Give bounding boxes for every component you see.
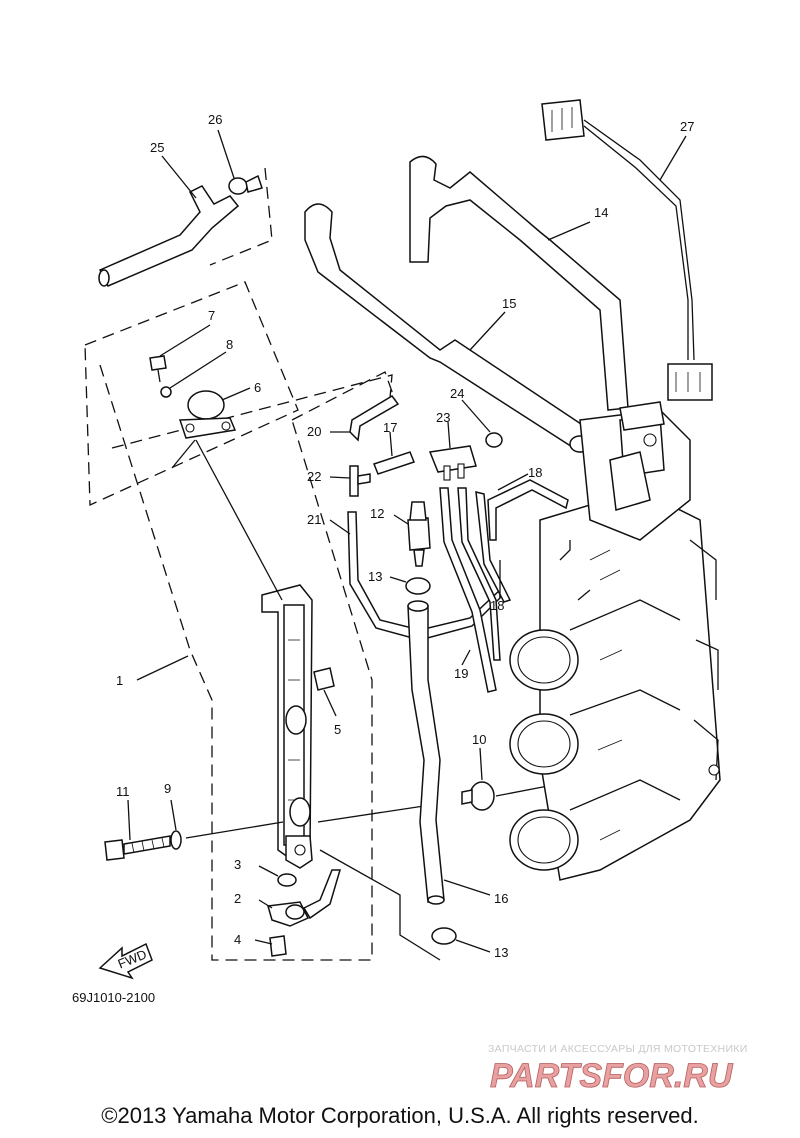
callout-9: 9	[164, 781, 171, 796]
watermark-subtitle: ЗАПЧАСТИ И АКСЕССУАРЫ ДЛЯ МОТОТЕХНИКИ	[488, 1043, 748, 1055]
copyright-notice: ©2013 Yamaha Motor Corporation, U.S.A. A…	[101, 1103, 699, 1128]
callout-14: 14	[594, 205, 608, 220]
fuel-rail	[195, 439, 313, 869]
hose-17	[373, 451, 415, 475]
callout-15: 15	[502, 296, 516, 311]
callout-17: 17	[383, 420, 397, 435]
callout-3: 3	[234, 857, 241, 872]
cap-5	[313, 667, 335, 691]
hose-16	[407, 600, 445, 905]
throttle-body-assembly	[509, 409, 721, 881]
clamp-24	[485, 432, 503, 448]
harness-27	[541, 99, 713, 401]
joint-22	[349, 465, 371, 497]
callout-5: 5	[334, 722, 341, 737]
callout-27: 27	[680, 119, 694, 134]
clamp-13-lower	[431, 927, 457, 945]
hose-19	[439, 487, 501, 693]
washer-8	[160, 386, 172, 398]
callout-19: 19	[454, 666, 468, 681]
joint-23	[428, 445, 477, 481]
washer-9	[170, 830, 182, 850]
callout-20: 20	[307, 424, 321, 439]
callout-7: 7	[208, 308, 215, 323]
callout-18-upper: 18	[528, 465, 542, 480]
drawing-code: 69J1010-2100	[72, 990, 156, 1005]
callout-11: 11	[116, 784, 130, 799]
leader-lines	[127, 129, 687, 953]
pressure-regulator-6	[171, 390, 237, 469]
hose-25	[98, 185, 240, 287]
hose-14	[409, 155, 629, 411]
clamp-26	[228, 174, 263, 195]
bolt-4	[269, 935, 287, 957]
callout-10: 10	[472, 732, 486, 747]
sensor-10	[461, 781, 549, 811]
fwd-arrow: FWD	[98, 942, 153, 980]
connector-plug	[619, 401, 665, 431]
bolt-7	[149, 355, 167, 383]
fitting-2	[267, 869, 342, 927]
clamp-13-upper	[405, 577, 431, 595]
watermark-logo-text: PARTSFOR.RU	[490, 1057, 734, 1093]
callout-1: 1	[116, 673, 123, 688]
o-ring-3	[277, 873, 297, 887]
callout-labels: 1 2 3 4 5 6 7 8 9 10 11 12 13 13 14 15 1…	[116, 112, 694, 960]
callout-26: 26	[208, 112, 222, 127]
callout-25: 25	[150, 140, 164, 155]
callout-2: 2	[234, 891, 241, 906]
filter-12	[407, 501, 431, 567]
callout-24: 24	[450, 386, 464, 401]
callout-4: 4	[234, 932, 241, 947]
callout-21: 21	[307, 512, 321, 527]
callout-22: 22	[307, 469, 321, 484]
callout-23: 23	[436, 410, 450, 425]
watermark-logo: PARTSFOR.RU	[490, 1057, 735, 1093]
hose-18	[475, 479, 569, 603]
callout-12: 12	[370, 506, 384, 521]
callout-13-upper: 13	[368, 569, 382, 584]
callout-13-lower: 13	[494, 945, 508, 960]
callout-18-lower: 18	[490, 598, 504, 613]
callout-16: 16	[494, 891, 508, 906]
hose-20	[349, 395, 400, 442]
callout-8: 8	[226, 337, 233, 352]
bolt-11	[104, 835, 171, 861]
callout-6: 6	[254, 380, 261, 395]
